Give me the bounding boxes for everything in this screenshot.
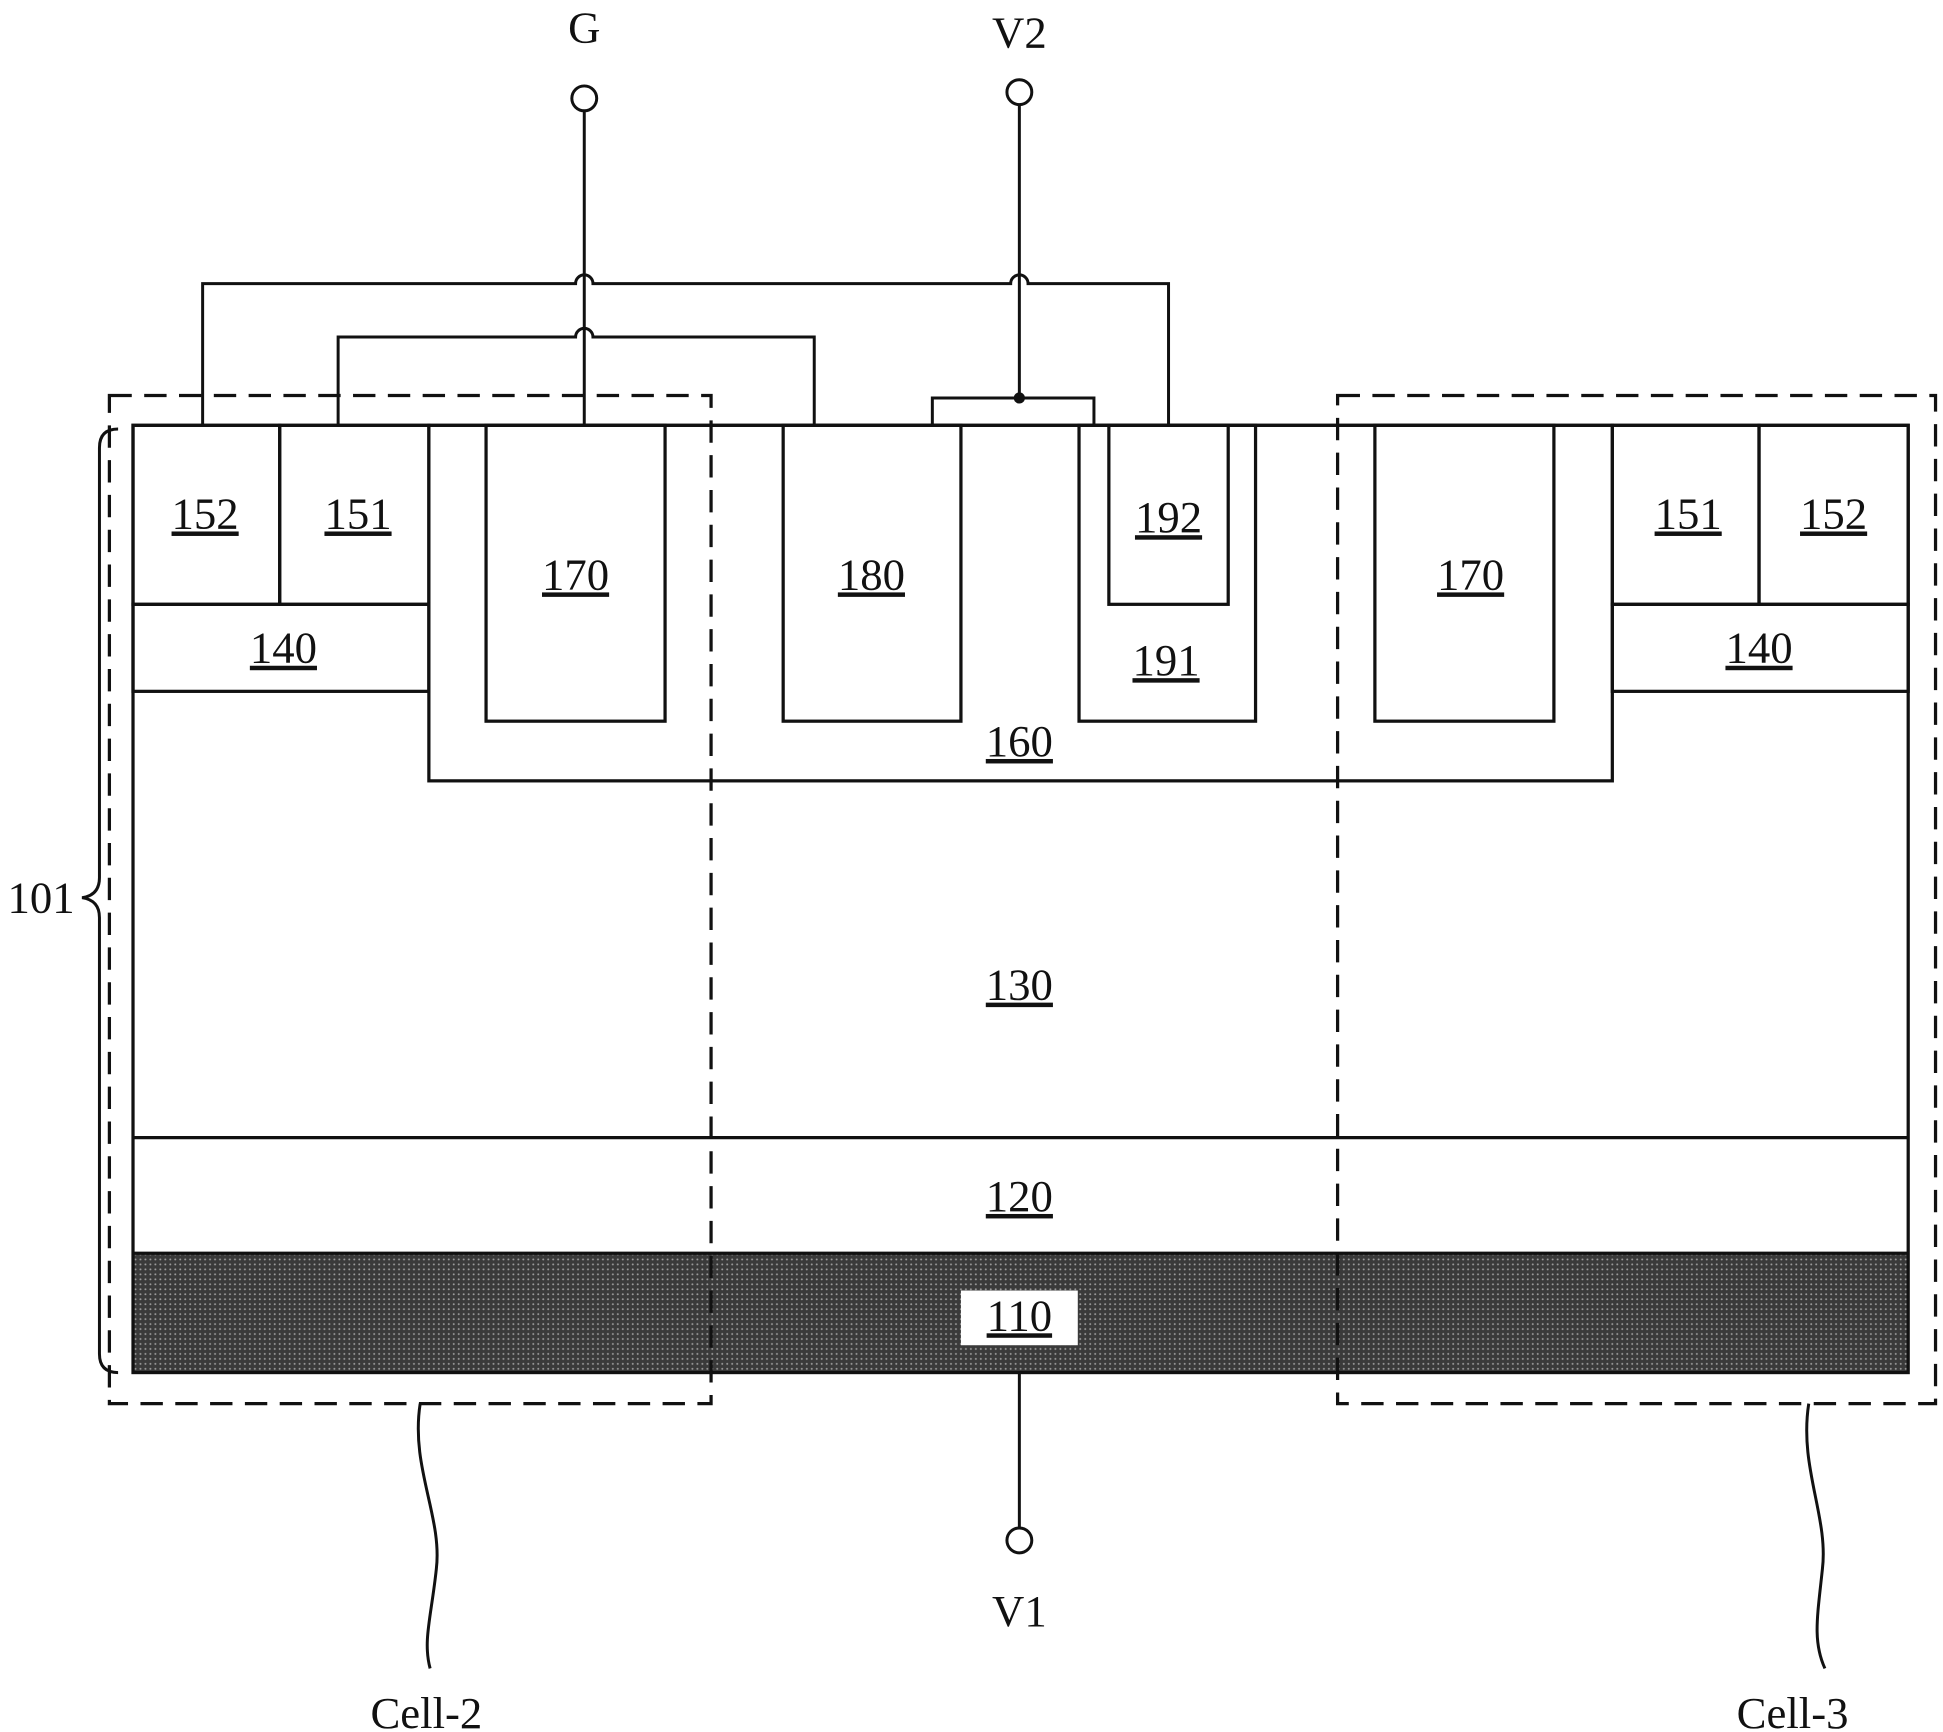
label-152-right: 152 bbox=[1780, 487, 1888, 543]
cell-2-label: Cell-2 bbox=[370, 1688, 482, 1732]
label-140-right: 140 bbox=[1696, 623, 1824, 677]
cell-3-label: Cell-3 bbox=[1737, 1688, 1849, 1732]
brace-101-label: 101 bbox=[7, 873, 74, 923]
v1-terminal-label: V1 bbox=[992, 1586, 1047, 1636]
layer-120 bbox=[133, 1137, 1909, 1254]
label-110: 110 bbox=[960, 1290, 1078, 1346]
label-152-left: 152 bbox=[151, 487, 259, 543]
label-170-right: 170 bbox=[1423, 549, 1518, 605]
label-160-text: 160 bbox=[986, 716, 1053, 766]
label-140-left-text: 140 bbox=[250, 623, 317, 673]
label-192-text: 192 bbox=[1135, 492, 1202, 542]
label-110-text: 110 bbox=[987, 1290, 1052, 1340]
v2-terminal-label: V2 bbox=[992, 7, 1047, 57]
cell-3-leader bbox=[1805, 1403, 1827, 1670]
label-191: 191 bbox=[1132, 635, 1199, 685]
label-140-right-text: 140 bbox=[1725, 623, 1792, 673]
brace-101 bbox=[81, 427, 119, 1375]
wire-152-to-192 bbox=[201, 273, 1171, 426]
label-160: 160 bbox=[972, 716, 1067, 769]
wire-v2-to-160 bbox=[930, 396, 1096, 426]
label-151-right: 151 bbox=[1655, 488, 1722, 538]
label-130: 130 bbox=[986, 960, 1053, 1010]
junction-dot bbox=[1013, 392, 1025, 404]
gate-terminal-icon bbox=[570, 84, 599, 113]
label-152-left-text: 152 bbox=[172, 488, 239, 538]
cell-2-boundary bbox=[107, 393, 713, 1406]
gate-terminal-label: G bbox=[568, 2, 600, 52]
label-120: 120 bbox=[986, 1171, 1053, 1221]
label-180-text: 180 bbox=[838, 549, 905, 599]
label-180: 180 bbox=[817, 549, 925, 605]
label-151-left: 151 bbox=[324, 488, 391, 538]
label-170-left: 170 bbox=[528, 549, 623, 605]
label-140-left: 140 bbox=[221, 623, 349, 677]
cell-2-leader bbox=[416, 1403, 439, 1669]
v2-terminal-icon bbox=[1005, 78, 1034, 107]
label-170-right-text: 170 bbox=[1437, 549, 1504, 599]
label-152-right-text: 152 bbox=[1800, 488, 1867, 538]
label-192: 192 bbox=[1125, 492, 1213, 548]
cell-3-boundary bbox=[1335, 393, 1938, 1406]
v1-terminal-icon bbox=[1005, 1526, 1034, 1555]
label-170-left-text: 170 bbox=[542, 549, 609, 599]
